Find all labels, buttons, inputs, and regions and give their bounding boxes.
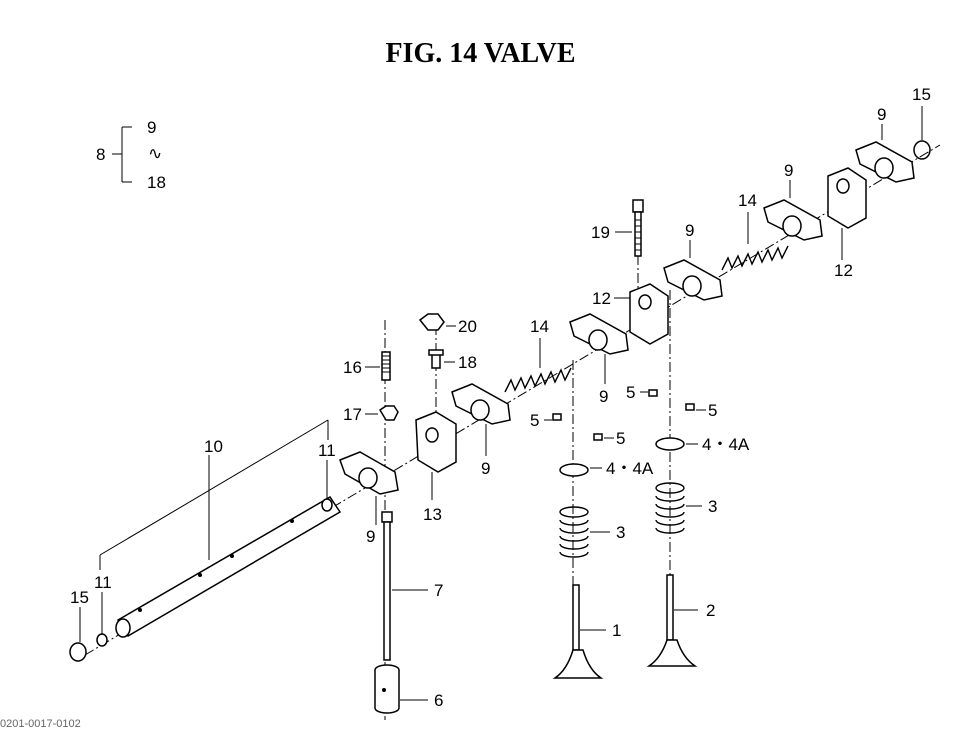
callout-3-a: 3 — [616, 523, 625, 542]
nut-17 — [365, 405, 399, 421]
push-rod-7 — [381, 511, 428, 661]
callout-5-d: 5 — [708, 401, 717, 420]
callout-9-a: 9 — [366, 527, 375, 546]
keeper-5-a — [544, 413, 562, 421]
figure-title: FIG. 14 VALVE — [385, 38, 576, 69]
callout-9-f: 9 — [877, 105, 886, 124]
tappet-6 — [374, 664, 428, 714]
callout-12-a: 12 — [592, 289, 611, 308]
valve-1 — [552, 584, 606, 679]
keeper-5-b — [593, 433, 614, 441]
callout-11-a: 11 — [318, 441, 336, 460]
retainer-4-4a-a — [559, 463, 602, 477]
rocker-support-12-b — [827, 167, 867, 260]
callout-14-b: 14 — [738, 191, 757, 210]
legend-to-label: 18 — [147, 173, 166, 192]
nut-20 — [418, 313, 456, 331]
callout-10: 10 — [204, 437, 223, 456]
callout-3-b: 3 — [708, 497, 717, 516]
callout-15-b: 15 — [912, 85, 931, 104]
callout-5-b: 5 — [616, 429, 625, 448]
adjusting-screw-16 — [365, 351, 391, 381]
spring-14-b — [721, 212, 789, 271]
callout-10-bracket — [99, 419, 329, 570]
snap-ring-15-left — [69, 607, 87, 662]
callout-16: 16 — [343, 358, 362, 377]
callout-11-b: 11 — [94, 573, 112, 592]
callout-20: 20 — [458, 317, 477, 336]
leader-lines — [375, 124, 883, 525]
legend-tilde: ∿ — [148, 144, 162, 163]
legend-group-label: 8 — [96, 145, 105, 164]
callout-9-e: 9 — [784, 161, 793, 180]
callout-1: 1 — [612, 621, 621, 640]
rocker-arm-9-f — [855, 141, 915, 183]
callout-labels: 1 2 3 3 4・4A 4・4A 5 5 5 5 6 7 9 9 9 9 9 … — [70, 85, 931, 710]
callout-18: 18 — [458, 353, 477, 372]
rocker-arm-9-a — [339, 451, 399, 495]
callout-9-b: 9 — [481, 459, 490, 478]
callout-4-4a-b: 4・4A — [702, 435, 750, 454]
callout-13: 13 — [423, 505, 442, 524]
rocker-arm-9-d — [663, 259, 723, 301]
spring-14-a — [504, 338, 572, 393]
callout-9-c: 9 — [599, 387, 608, 406]
callout-2: 2 — [706, 601, 715, 620]
callout-15-a: 15 — [70, 588, 89, 607]
callout-12-b: 12 — [834, 261, 853, 280]
callout-7: 7 — [434, 581, 443, 600]
keeper-5-d — [685, 403, 706, 411]
retainer-4-4a-b — [655, 437, 698, 451]
rocker-shaft — [115, 495, 342, 638]
plug-11-left — [96, 633, 108, 647]
legend-from-label: 9 — [147, 118, 156, 137]
rocker-arm-9-b — [451, 383, 511, 425]
callout-14-a: 14 — [530, 317, 549, 336]
callout-5-c: 5 — [626, 383, 635, 402]
callout-6: 6 — [434, 691, 443, 710]
callout-5-a: 5 — [530, 411, 539, 430]
legend-bracket: 8 9 ∿ 18 — [96, 118, 166, 192]
keeper-5-c — [640, 389, 658, 397]
callout-9-d: 9 — [685, 221, 694, 240]
rocker-arm-9-c — [569, 313, 629, 355]
snap-ring-15-right — [913, 106, 931, 160]
callout-17: 17 — [343, 405, 362, 424]
bolt-19 — [615, 199, 644, 257]
bolt-18 — [428, 349, 455, 369]
drawing-number: 0201-0017-0102 — [0, 718, 81, 730]
callout-19: 19 — [591, 223, 610, 242]
callout-4-4a-a: 4・4A — [606, 459, 654, 478]
valve-2 — [646, 574, 698, 667]
valve-spring-3-a — [559, 506, 610, 558]
valve-spring-3-b — [655, 482, 702, 534]
plug-11-right — [321, 498, 333, 512]
rocker-support-12-a — [629, 283, 669, 345]
rocker-arm-9-e — [763, 199, 823, 241]
rocker-support-13 — [415, 411, 457, 500]
